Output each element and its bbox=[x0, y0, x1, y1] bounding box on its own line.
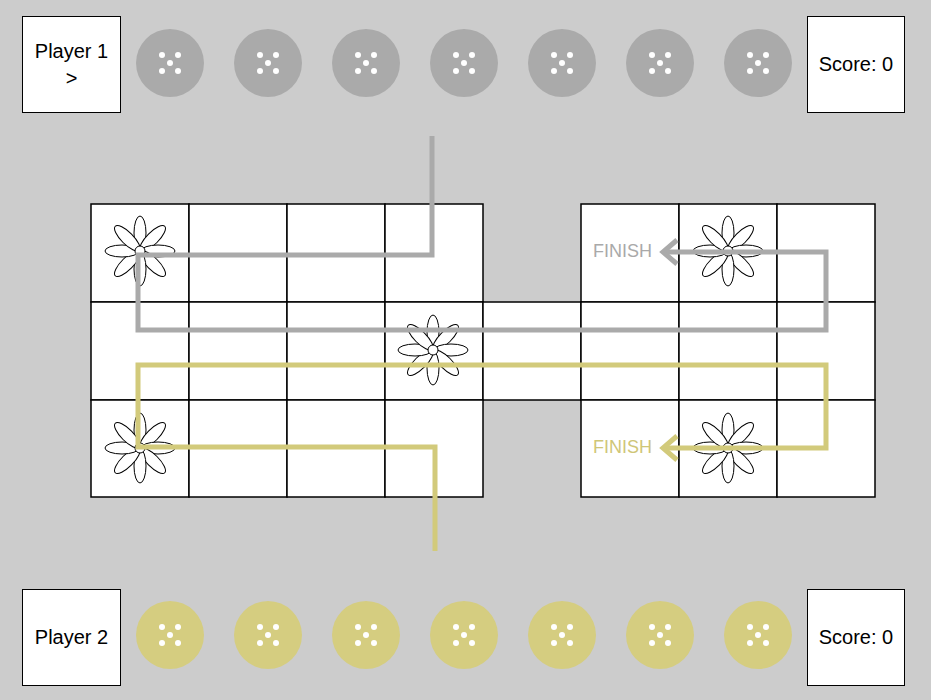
score-box: Score: 0 bbox=[807, 16, 905, 113]
finish-label: FINISH bbox=[593, 438, 652, 456]
player-box: Player 1> bbox=[22, 16, 121, 113]
box-text: Player 1 bbox=[35, 38, 108, 65]
finish-label: FINISH bbox=[593, 242, 652, 260]
board-cells bbox=[91, 204, 875, 497]
player-paths bbox=[138, 136, 826, 551]
box-text: Score: 0 bbox=[819, 51, 893, 78]
box-text: Score: 0 bbox=[819, 624, 893, 651]
player1-pieces bbox=[136, 29, 792, 97]
turn-indicator: > bbox=[66, 65, 78, 92]
player2-pieces bbox=[136, 601, 792, 669]
player-box: Player 2 bbox=[22, 589, 121, 686]
box-text: Player 2 bbox=[35, 624, 108, 651]
score-box: Score: 0 bbox=[807, 589, 905, 686]
